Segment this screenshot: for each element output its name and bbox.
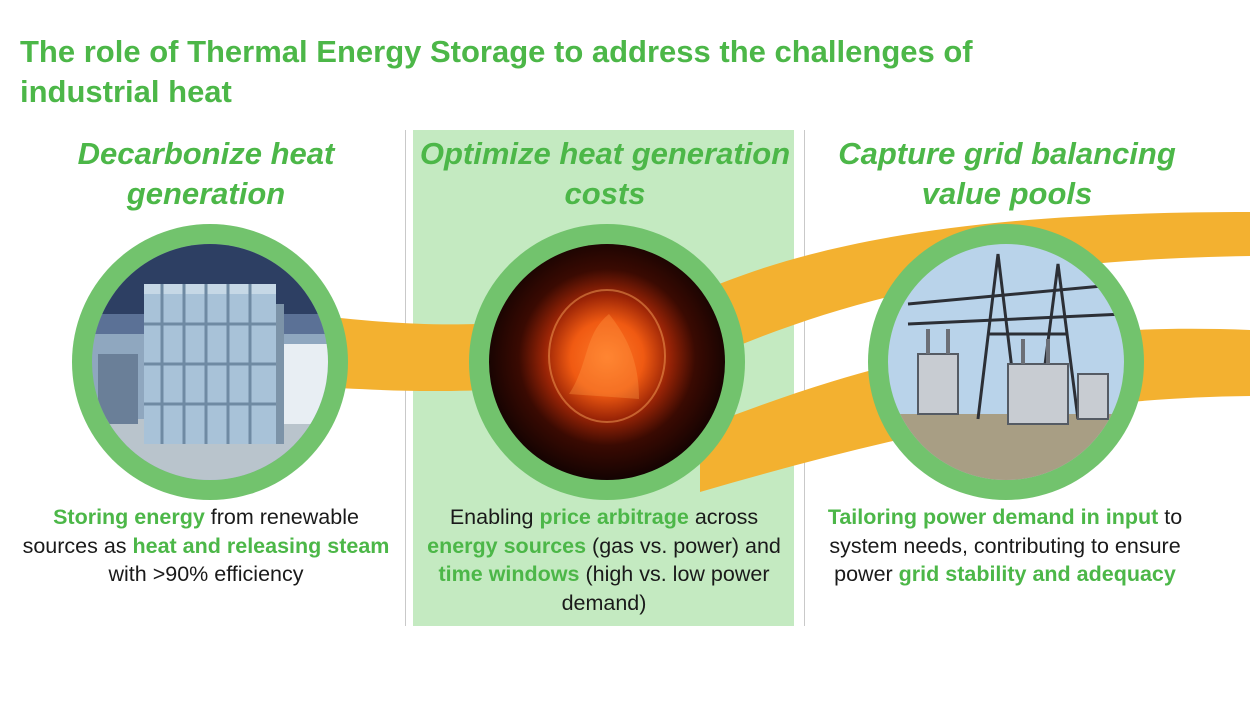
furnace-fire-photo: [489, 244, 725, 480]
highlight-text: grid stability and adequacy: [898, 562, 1176, 586]
body-text: to system needs, contributing to ensure …: [829, 505, 1183, 586]
highlight-text: price arbitrage: [539, 505, 689, 529]
column-heading-decarbonize: Decarbonize heat generation: [77, 136, 335, 211]
ribbon-upper-right: [700, 212, 1250, 362]
body-text: (gas vs. power) and: [586, 533, 781, 558]
column-description-optimize: Enabling price arbitrage across energy s…: [419, 503, 789, 617]
body-text: (high vs. low power demand): [561, 562, 770, 615]
column-heading-grid: Capture grid balancing value pools: [838, 136, 1176, 211]
slide-title: The role of Thermal Energy Storage to ad…: [20, 34, 973, 109]
photo-ring-grid: [868, 224, 1144, 500]
column-divider: [804, 130, 805, 626]
highlight-text: energy sources: [427, 533, 587, 558]
highlight-text: Storing energy: [53, 505, 205, 529]
highlight-text: time windows: [438, 562, 580, 586]
electrical-substation-photo: [888, 244, 1124, 480]
photo-ring-optimize: [469, 224, 745, 500]
column-description-grid: Tailoring power demand in input to syste…: [820, 503, 1190, 589]
body-text: with >90% efficiency: [108, 562, 304, 586]
column-description-decarbonize: Storing energy from renewable sources as…: [21, 503, 391, 589]
ribbon-left: [300, 314, 520, 392]
photo-ring-decarbonize: [72, 224, 348, 500]
highlight-text: Tailoring power demand in input: [827, 505, 1159, 529]
highlight-text: heat and releasing steam: [132, 533, 390, 558]
column-heading-optimize: Optimize heat generation costs: [419, 136, 791, 211]
thermal-storage-unit-photo: [92, 244, 328, 480]
body-text: from renewable sources as: [22, 505, 359, 558]
body-text: across: [688, 505, 759, 529]
body-text: Enabling: [449, 505, 540, 529]
